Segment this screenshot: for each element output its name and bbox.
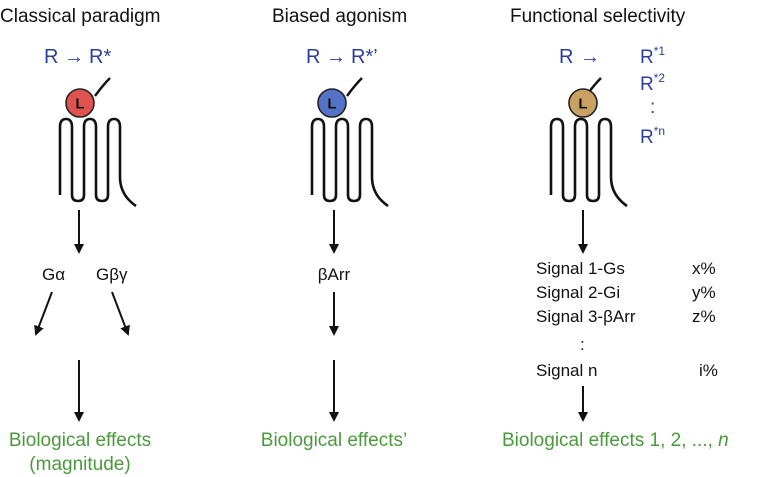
state-r2: R*2	[640, 71, 665, 95]
effects-label: Biological effects	[9, 430, 151, 451]
column-title: Classical paradigm	[0, 6, 161, 27]
effects-label: Biological effects 1, 2, ..., n	[502, 430, 729, 451]
effects-label: Biological effects’	[261, 430, 407, 451]
signal-3-pct: z%	[692, 307, 716, 326]
ligand-icon	[65, 88, 95, 118]
ligand-label: L	[327, 96, 336, 113]
column-functional-selectivity: Functional selectivity R → R*1 R*2 : R*n…	[502, 6, 729, 451]
reaction-right: R*’	[351, 46, 378, 68]
signal-g-beta-gamma: Gβγ	[96, 265, 128, 284]
ligand-icon	[568, 88, 598, 118]
arrow-diagonal-right	[111, 291, 130, 336]
reaction-arrow: →	[326, 46, 346, 68]
reaction-arrow: →	[64, 46, 84, 68]
receptor-icon	[310, 77, 389, 208]
column-title: Biased agonism	[272, 6, 407, 27]
ligand-label: L	[578, 96, 587, 113]
signal-2-pct: y%	[692, 283, 716, 302]
signal-ellipsis: :	[580, 335, 585, 354]
signal-g-alpha: Gα	[42, 265, 65, 284]
receptor-icon	[58, 77, 137, 208]
ligand-label: L	[75, 96, 84, 113]
column-classical-paradigm: Classical paradigm R → R* L Gα Gβγ Biolo…	[0, 6, 161, 475]
effects-sublabel: (magnitude)	[29, 454, 130, 475]
signal-3-name: Signal 3-βArr	[536, 307, 636, 326]
column-title: Functional selectivity	[510, 6, 686, 27]
signal-n-name: Signal n	[536, 361, 597, 380]
signal-2-name: Signal 2-Gi	[536, 283, 620, 302]
reaction-left: R	[559, 46, 573, 68]
signal-1-pct: x%	[692, 259, 716, 278]
column-biased-agonism: Biased agonism R → R*’ L βArr Biological…	[261, 6, 407, 451]
reaction-left: R	[44, 46, 58, 68]
state-rn: R*n	[640, 124, 665, 148]
state-r1: R*1	[640, 44, 665, 68]
arrow-diagonal-left	[34, 291, 53, 336]
signal-beta-arrestin: βArr	[318, 265, 351, 284]
signal-n-pct: i%	[699, 361, 718, 380]
signal-1-name: Signal 1-Gs	[536, 259, 625, 278]
ligand-icon	[317, 88, 347, 118]
reaction-left: R	[306, 46, 320, 68]
reaction-arrow: →	[580, 46, 600, 68]
reaction-right: R*	[89, 46, 111, 68]
state-ellipsis: :	[650, 97, 655, 118]
